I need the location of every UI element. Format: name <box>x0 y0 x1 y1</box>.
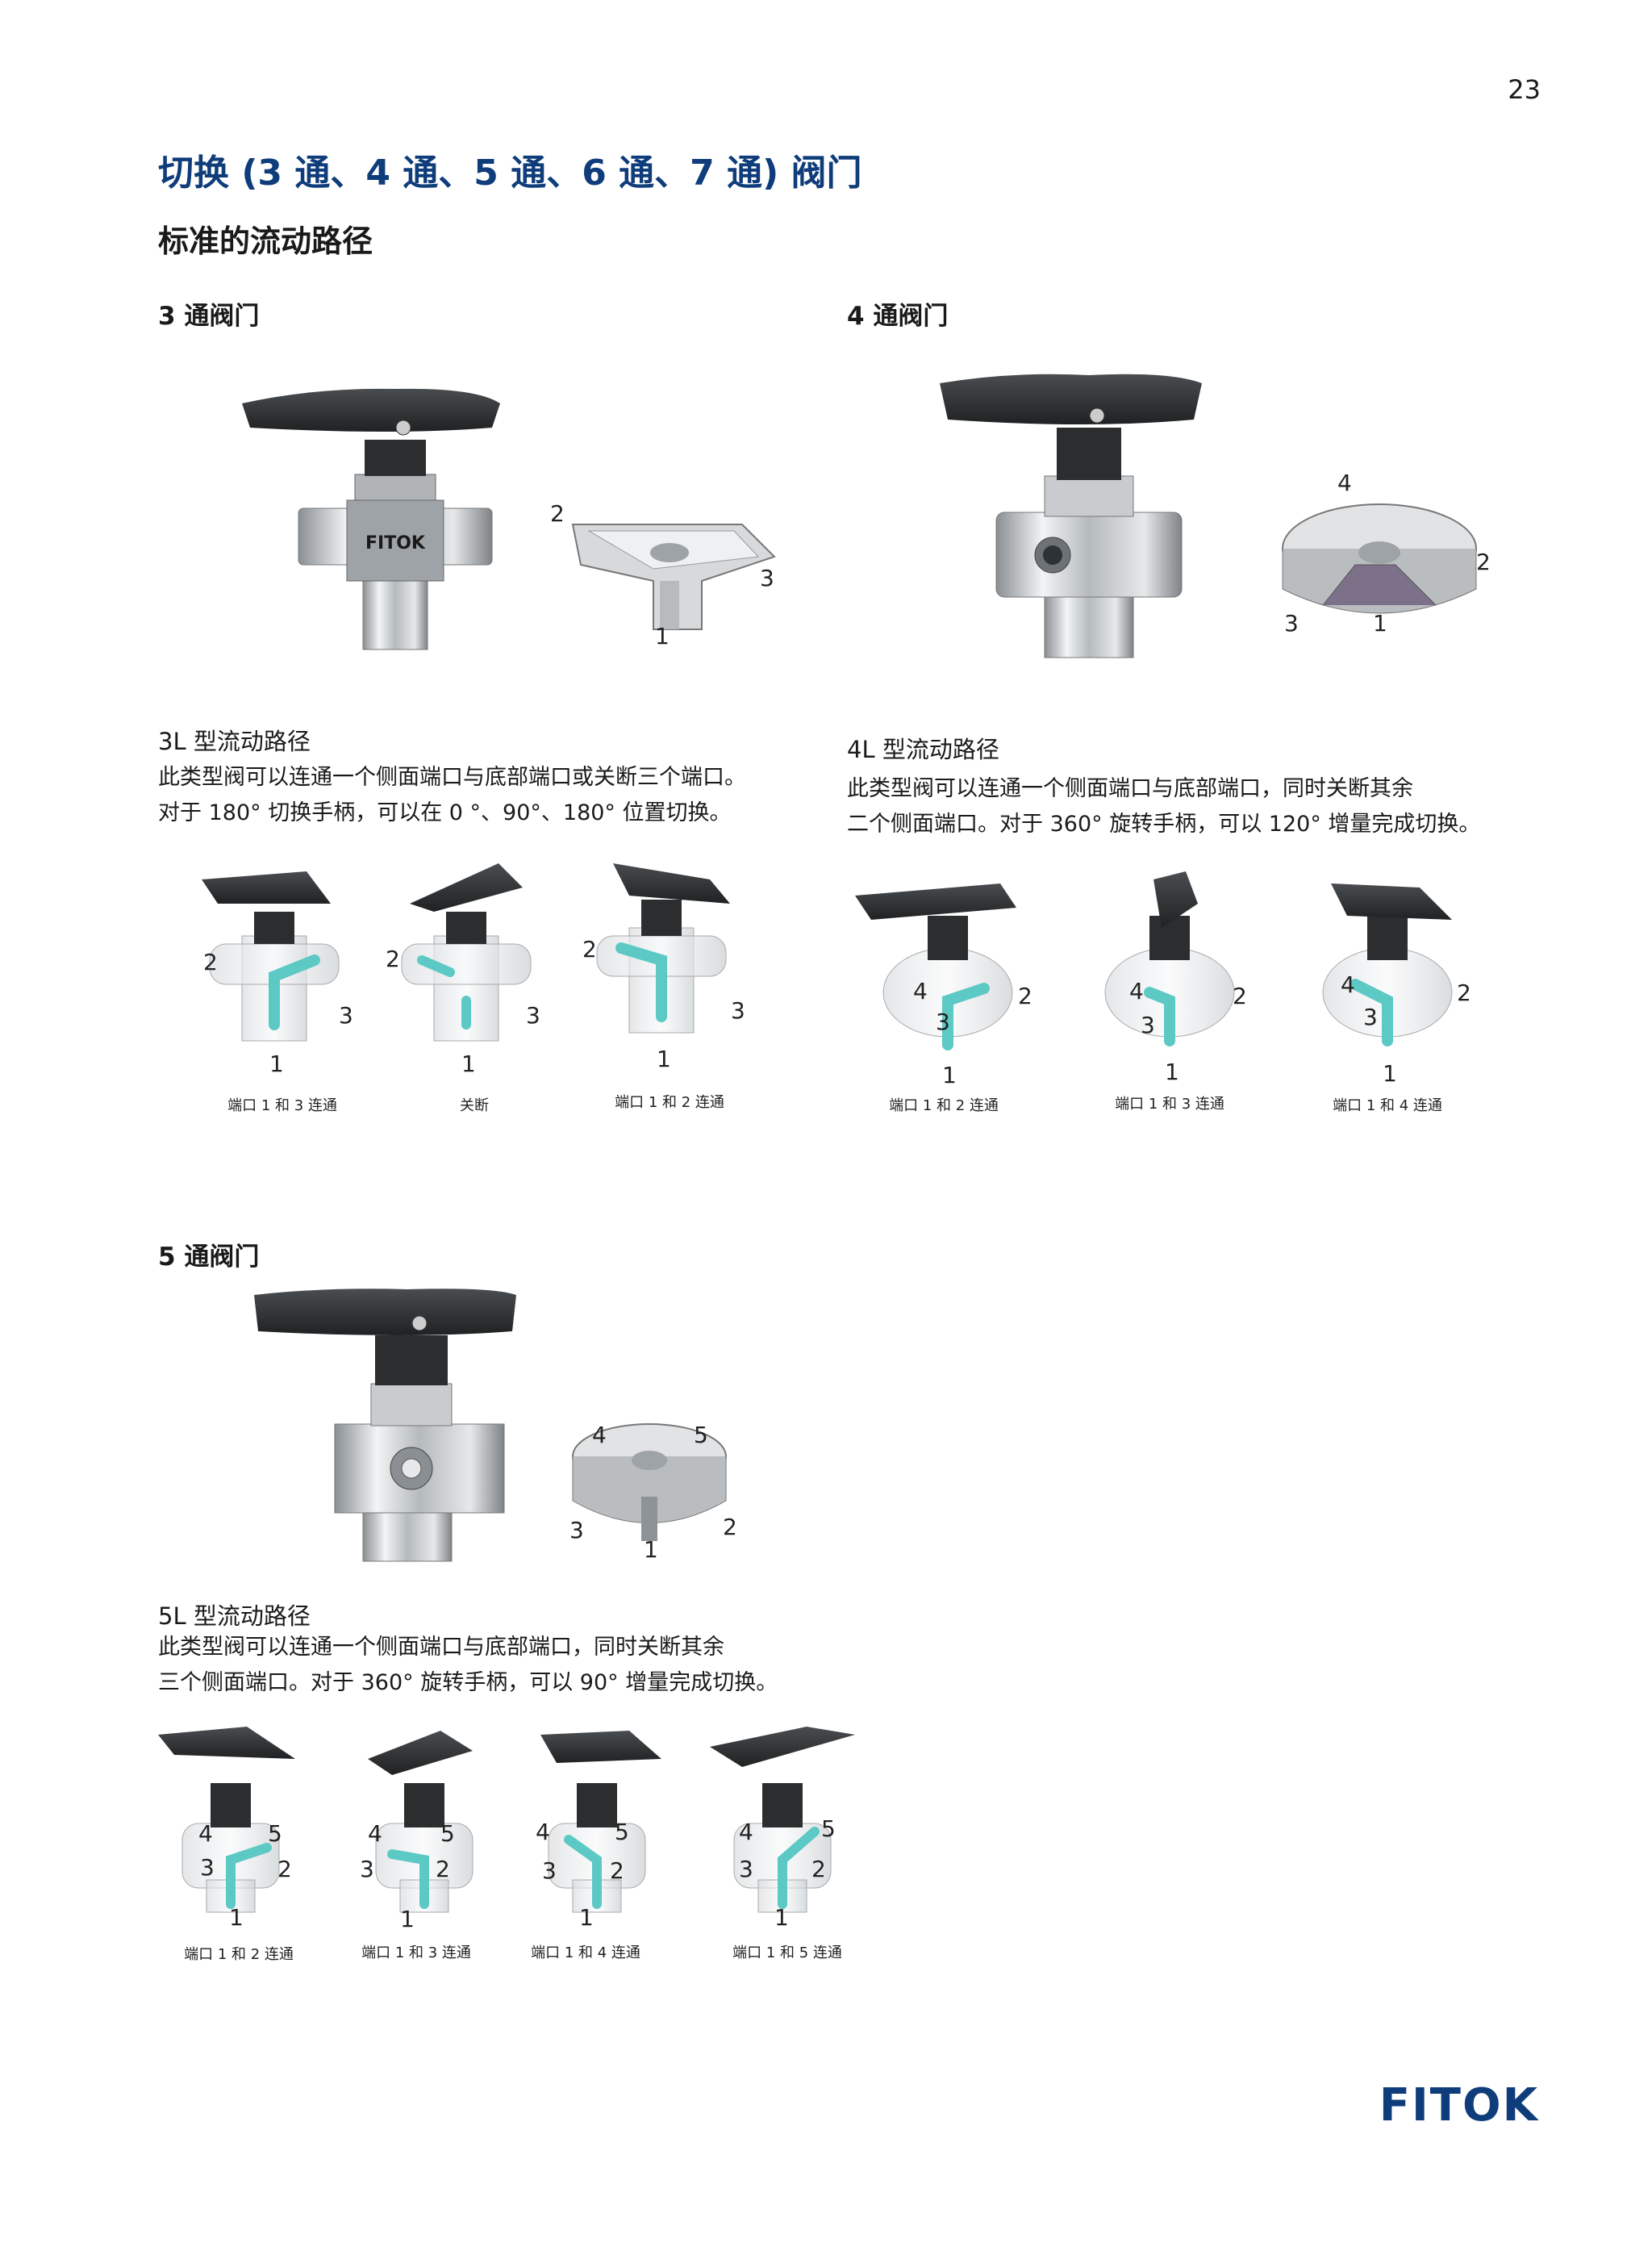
port-label: 5 <box>268 1820 282 1847</box>
port-label: 3 <box>739 1856 753 1882</box>
port-label: 4 <box>739 1819 753 1845</box>
three-way-position-1: 2 3 1 <box>194 855 355 1089</box>
port-label: 2 <box>811 1856 826 1882</box>
section-heading-3-way: 3 通阀门 <box>158 302 260 331</box>
three-way-flow-title: 3L 型流动路径 <box>158 728 311 755</box>
three-way-cutaway-port-3: 3 <box>760 565 774 591</box>
page-subtitle: 标准的流动路径 <box>158 223 373 259</box>
port-label: 1 <box>461 1050 476 1077</box>
four-way-position-3: 4 2 3 1 <box>1299 871 1476 1097</box>
five-way-valve-photo <box>254 1289 516 1562</box>
four-way-flow-title: 4L 型流动路径 <box>847 736 999 763</box>
four-way-valve-photo <box>940 374 1202 658</box>
port-label: 2 <box>1233 983 1247 1009</box>
section-heading-5-way: 5 通阀门 <box>158 1243 260 1272</box>
three-way-position-2: 2 3 1 <box>386 855 547 1089</box>
port-label: 4 <box>913 978 928 1005</box>
port-label: 2 <box>1457 979 1471 1006</box>
five-way-cutaway-port-3: 3 <box>569 1517 584 1543</box>
four-way-position-2: 4 2 3 1 <box>1081 871 1258 1097</box>
five-way-flow-title: 5L 型流动路径 <box>158 1602 311 1630</box>
three-way-valve-photo: FITOK <box>242 388 500 650</box>
port-label: 4 <box>1341 971 1355 998</box>
port-label: 1 <box>579 1904 594 1931</box>
port-label: 4 <box>198 1820 213 1847</box>
port-label: 3 <box>526 1002 540 1029</box>
port-label: 2 <box>610 1857 624 1884</box>
four-way-cutaway-port-1: 1 <box>1373 610 1387 637</box>
port-label: 3 <box>936 1009 950 1035</box>
port-label: 3 <box>1141 1012 1155 1038</box>
fitok-logo: FITOK <box>1379 2079 1539 2132</box>
four-way-cutaway-port-2: 2 <box>1476 549 1491 575</box>
three-way-position-1-caption: 端口 1 和 3 连通 <box>227 1097 337 1114</box>
port-label: 5 <box>615 1819 629 1845</box>
three-way-position-3: 2 3 1 <box>581 855 745 1089</box>
port-label: 3 <box>731 997 745 1024</box>
port-label: 2 <box>203 949 218 975</box>
three-way-cutaway <box>571 524 776 630</box>
five-way-position-2-caption: 端口 1 和 3 连通 <box>361 1944 471 1961</box>
port-label: 2 <box>1018 983 1032 1009</box>
port-label: 5 <box>440 1820 455 1847</box>
port-label: 1 <box>1383 1060 1397 1087</box>
port-label: 4 <box>1129 978 1144 1005</box>
four-way-description-line-1: 此类型阀可以连通一个侧面端口与底部端口，同时关断其余 <box>847 776 1413 801</box>
four-way-cutaway-port-3: 3 <box>1284 610 1299 637</box>
five-way-position-1: 4 5 3 2 1 <box>158 1719 303 1936</box>
five-way-position-3-caption: 端口 1 和 4 连通 <box>531 1944 640 1961</box>
five-way-description-line-2: 三个侧面端口。对于 360° 旋转手柄，可以 90° 增量完成切换。 <box>158 1670 778 1695</box>
four-way-position-1-caption: 端口 1 和 2 连通 <box>889 1097 999 1114</box>
four-way-position-2-caption: 端口 1 和 3 连通 <box>1115 1096 1224 1113</box>
port-label: 2 <box>436 1856 450 1882</box>
port-label: 3 <box>542 1857 557 1884</box>
port-label: 1 <box>400 1906 415 1932</box>
five-way-cutaway-port-5: 5 <box>694 1422 708 1448</box>
five-way-position-2: 4 5 3 2 1 <box>352 1719 497 1936</box>
three-way-position-3-caption: 端口 1 和 2 连通 <box>615 1094 724 1111</box>
three-way-description-line-1: 此类型阀可以连通一个侧面端口与底部端口或关断三个端口。 <box>158 765 746 790</box>
four-way-position-1: 4 2 3 1 <box>855 871 1032 1097</box>
port-label: 4 <box>368 1820 382 1847</box>
five-way-position-4: 4 5 3 2 1 <box>710 1719 863 1936</box>
page-number: 23 <box>1508 74 1541 105</box>
port-label: 2 <box>582 936 597 963</box>
five-way-description-line-1: 此类型阀可以连通一个侧面端口与底部端口，同时关断其余 <box>158 1635 724 1660</box>
section-heading-4-way: 4 通阀门 <box>847 302 949 331</box>
port-label: 3 <box>200 1854 215 1881</box>
port-label: 3 <box>1363 1004 1378 1030</box>
port-label: 1 <box>269 1050 284 1077</box>
four-way-description-line-2: 二个侧面端口。对于 360° 旋转手柄，可以 120° 增量完成切换。 <box>847 812 1481 837</box>
port-label: 3 <box>360 1856 374 1882</box>
port-label: 1 <box>1165 1059 1179 1085</box>
four-way-cutaway <box>1282 503 1477 614</box>
four-way-cutaway-port-4: 4 <box>1337 470 1352 496</box>
port-label: 3 <box>339 1002 353 1029</box>
five-way-cutaway-port-2: 2 <box>723 1514 737 1540</box>
three-way-cutaway-port-1: 1 <box>655 623 670 650</box>
five-way-cutaway-port-4: 4 <box>592 1422 607 1448</box>
port-label: 1 <box>942 1062 957 1088</box>
five-way-cutaway-port-1: 1 <box>644 1536 658 1563</box>
port-label: 1 <box>229 1904 244 1931</box>
port-label: 5 <box>821 1815 836 1842</box>
four-way-position-3-caption: 端口 1 和 4 连通 <box>1333 1097 1442 1114</box>
valve-brand-mark: FITOK <box>365 533 426 553</box>
five-way-cutaway <box>572 1423 727 1541</box>
page-title: 切换 (3 通、4 通、5 通、6 通、7 通) 阀门 <box>158 152 862 194</box>
five-way-position-1-caption: 端口 1 和 2 连通 <box>184 1946 294 1963</box>
port-label: 2 <box>277 1856 292 1882</box>
port-label: 1 <box>774 1904 789 1931</box>
five-way-position-3: 4 5 3 2 1 <box>524 1719 670 1936</box>
port-label: 1 <box>657 1046 671 1072</box>
three-way-description-line-2: 对于 180° 切换手柄，可以在 0 °、90°、180° 位置切换。 <box>158 800 732 825</box>
five-way-position-4-caption: 端口 1 和 5 连通 <box>732 1944 842 1961</box>
three-way-cutaway-port-2: 2 <box>550 500 565 527</box>
port-label: 2 <box>386 946 400 972</box>
port-label: 4 <box>536 1819 550 1845</box>
three-way-position-2-caption: 关断 <box>460 1097 489 1114</box>
